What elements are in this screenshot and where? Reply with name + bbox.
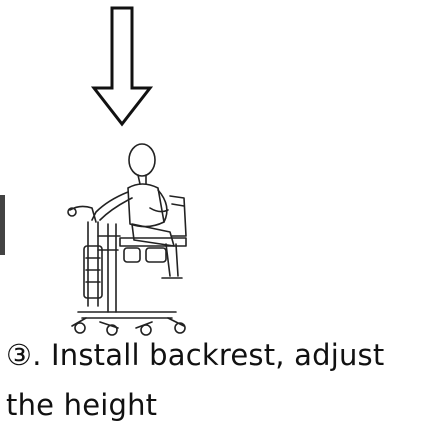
installation-illustration	[67, 6, 187, 336]
down-arrow-icon	[90, 6, 154, 127]
step-caption: ③. Install backrest, adjust the height	[6, 338, 385, 422]
left-edge-mark	[0, 195, 5, 255]
patient-lift-icon	[67, 143, 187, 336]
